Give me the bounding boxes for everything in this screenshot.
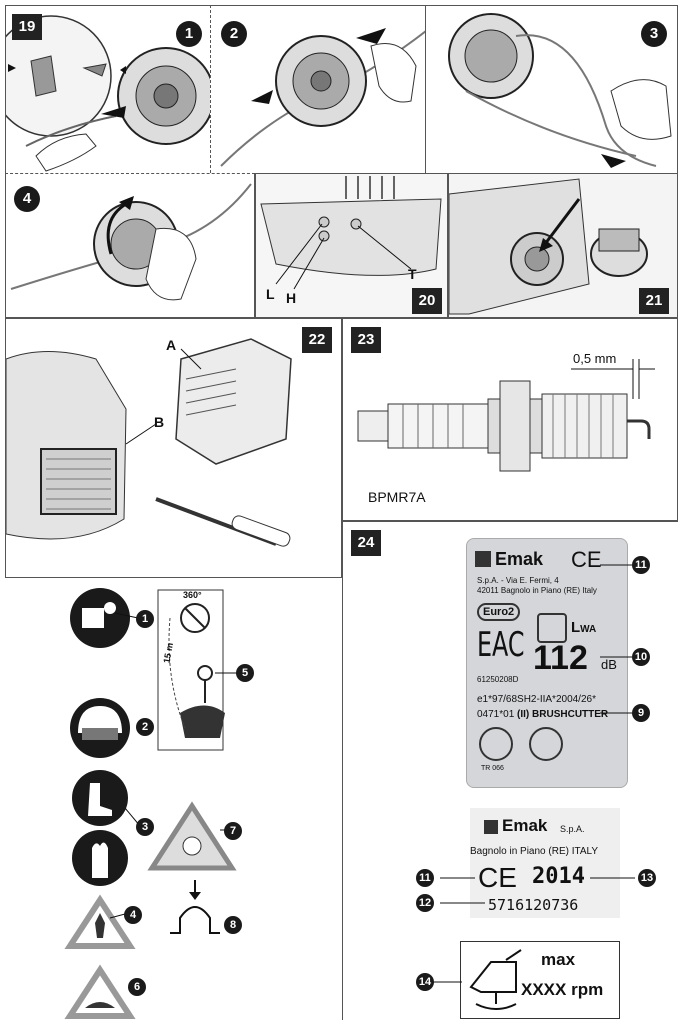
gap-dimension: 0,5 mm — [573, 351, 617, 366]
sticker-spa: S.p.A. — [560, 824, 585, 834]
callout-6: 6 — [128, 978, 146, 996]
callout-5: 5 — [236, 664, 254, 682]
plate-lwa: LWA — [571, 619, 596, 636]
spool-wind-illustration — [10, 183, 252, 301]
figure-20-panel: L H T 20 — [255, 173, 448, 318]
callout-10: 10 — [632, 648, 650, 666]
callout-12: 12 — [416, 894, 434, 912]
figure-19-panel-2: 2 — [210, 5, 425, 173]
figure-number-22: 22 — [302, 327, 332, 353]
plate-tr: TR 066 — [481, 765, 504, 772]
callout-4: 4 — [124, 906, 142, 924]
figure-number-24: 24 — [351, 530, 381, 556]
rpm-callout-line — [430, 980, 465, 984]
rpm-callout-line-svg — [430, 981, 462, 983]
callout-1: 1 — [136, 610, 154, 628]
figure-number-20: 20 — [412, 288, 442, 314]
sticker-serial: 5716120736 — [488, 896, 579, 914]
label-T: T — [408, 266, 417, 282]
step-4: 4 — [14, 186, 40, 212]
label-plate: Emak CE S.p.A. - Via E. Fermi, 4 42011 B… — [466, 538, 628, 788]
plate-approval-code: 0471*01 — [477, 709, 515, 720]
plate-machine-type: BRUSHCUTTER — [532, 709, 609, 720]
figure-number-21: 21 — [639, 288, 669, 314]
plate-class-mark: (II) — [517, 709, 530, 720]
callout-7: 7 — [224, 822, 242, 840]
figure-number-23: 23 — [351, 327, 381, 353]
plate-brand: Emak — [495, 549, 544, 569]
plate-ce: CE — [571, 547, 602, 572]
plate-lwa-letter: L — [571, 619, 581, 636]
plate-eac: EAC — [477, 625, 525, 665]
plate-code: 61250208D — [477, 675, 519, 684]
figure-21-panel: 21 — [448, 173, 678, 318]
plate-approval-1: e1*97/68SH2-IIA*2004/26* — [477, 694, 596, 705]
speaker-icon — [537, 613, 567, 643]
rpm-label-icon-svg — [469, 949, 522, 1010]
callout-13: 13 — [638, 869, 656, 887]
rpm-label: max XXXX rpm — [460, 941, 620, 1019]
angle-label: 360° — [183, 590, 202, 600]
sticker: Emak S.p.A. Bagnolo in Piano (RE) ITALY … — [470, 808, 620, 918]
air-filter-illustration — [6, 338, 292, 547]
sticker-year: 2014 — [532, 864, 585, 889]
sticker-callout-lines — [430, 870, 645, 910]
sticker-address: Bagnolo in Piano (RE) ITALY — [470, 846, 599, 857]
sticker-brand: Emak — [502, 816, 548, 835]
plate-callout-lines-svg — [600, 564, 632, 714]
plate-approval-2: 0471*01 (II) BRUSHCUTTER — [477, 709, 608, 720]
plate-address-1: S.p.A. - Via E. Fermi, 4 — [477, 576, 559, 585]
label-A: A — [166, 337, 177, 353]
plate-noise-value: 112 — [533, 639, 588, 677]
label-B: B — [154, 414, 165, 430]
plate-logo-icon — [475, 551, 491, 567]
step-1: 1 — [176, 21, 202, 47]
line-wind-illustration — [448, 13, 672, 168]
figure-19-panel-4: 4 — [5, 173, 255, 318]
rpm-max: max — [541, 950, 576, 969]
figure-19-panel-3: 3 — [425, 5, 678, 173]
step-2: 2 — [221, 21, 247, 47]
callout-9: 9 — [632, 704, 650, 722]
figure-23-panel: 23 0,5 mm BPMR7A — [342, 318, 678, 521]
plate-address-2: 42011 Bagnolo in Piano (RE) Italy — [477, 586, 597, 595]
rpm-value: XXXX rpm — [521, 980, 604, 999]
safety-symbols: 1 2 3 4 5 6 7 8 360° 15 m — [0, 578, 342, 1025]
spool-insert-illustration — [6, 15, 210, 172]
callout-3: 3 — [136, 818, 154, 836]
sticker-ce: CE — [478, 862, 517, 893]
second-mark-icon — [529, 727, 563, 761]
figure-22-panel: A B 22 — [5, 318, 342, 578]
callout-11-plate: 11 — [632, 556, 650, 574]
callout-2: 2 — [136, 718, 154, 736]
sticker-callout-lines-svg — [440, 877, 635, 904]
callout-8: 8 — [224, 916, 242, 934]
plate-euro: Euro2 — [477, 603, 521, 621]
figure-19-panel-1: 19 1 — [5, 5, 210, 173]
plate-lwa-sub: WA — [580, 624, 597, 635]
spark-plug-illustration — [357, 359, 655, 472]
step-3: 3 — [641, 21, 667, 47]
figure-24-panel: 24 — [342, 521, 678, 1020]
figure-number-19: 19 — [12, 14, 42, 40]
callout-14: 14 — [416, 973, 434, 991]
plate-noise-unit: dB — [601, 657, 617, 672]
callout-11-sticker: 11 — [416, 869, 434, 887]
plate-callout-lines — [600, 560, 640, 720]
label-H: H — [286, 290, 297, 306]
tr-mark-icon — [479, 727, 513, 761]
line-feed-illustration — [220, 28, 425, 167]
label-L: L — [266, 286, 275, 302]
safety-symbols-illustration — [64, 588, 240, 1019]
sticker-logo-icon — [484, 820, 498, 834]
spark-plug-model: BPMR7A — [368, 489, 426, 505]
